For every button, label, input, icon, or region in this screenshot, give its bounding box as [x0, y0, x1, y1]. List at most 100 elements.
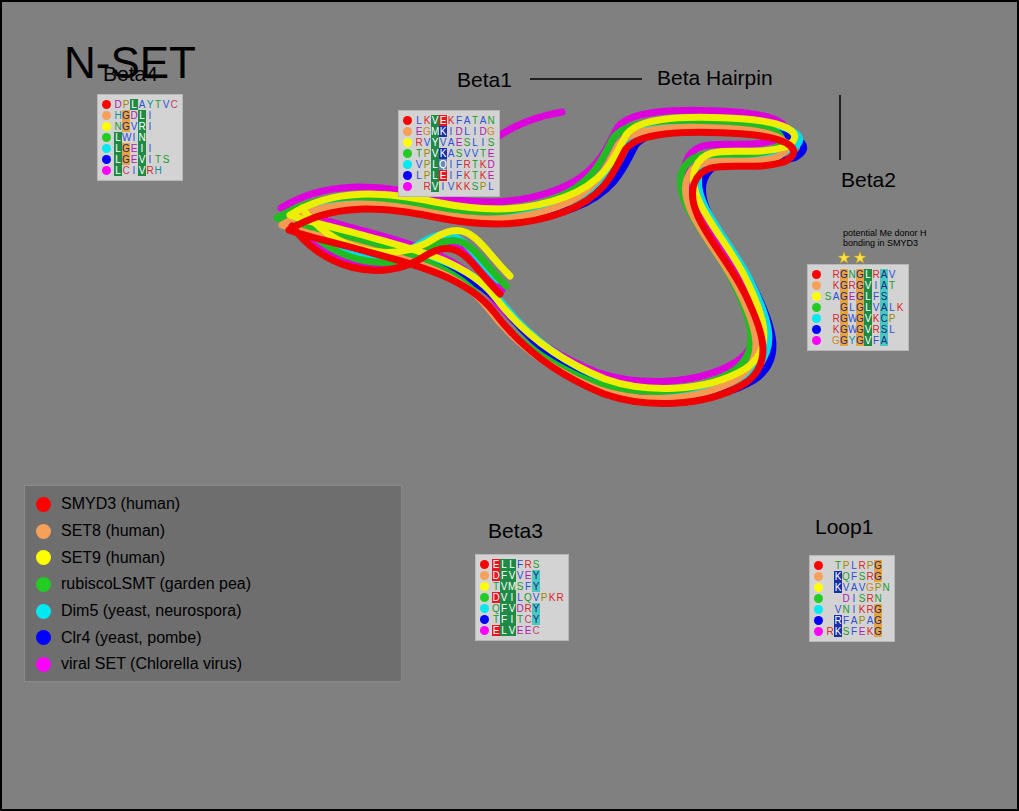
residue-letter: L — [114, 143, 122, 154]
residue-letter: G — [840, 269, 848, 280]
residue-letter: K — [832, 324, 840, 335]
residue-letter: N — [842, 604, 850, 615]
residue-letter: R — [524, 559, 532, 570]
residue-letter: M — [508, 581, 516, 592]
species-dot — [480, 560, 489, 569]
residue-letter: V — [858, 582, 866, 593]
bracket-line — [530, 78, 642, 80]
residue-letter: E — [524, 625, 532, 636]
residue-letter: A — [479, 115, 487, 126]
residue-letter: V — [431, 148, 439, 159]
sequence-row: VPLQIFRTKD — [415, 159, 495, 170]
alignment-panel: Beta2RGNGLRAVKGRGVIATSAGEGLFSGLGLVALKRGW… — [807, 264, 909, 351]
residue-letter: D — [492, 592, 500, 603]
residue-letter: K — [463, 170, 471, 181]
residue-letter: S — [858, 571, 866, 582]
species-dot — [480, 615, 489, 624]
residue-letter: K — [447, 115, 455, 126]
residue-letter: Y — [146, 99, 154, 110]
sequence-row: DISRN — [826, 593, 882, 604]
residue-letter: G — [840, 313, 848, 324]
residue-letter: G — [866, 582, 874, 593]
legend-text: SET8 (human) — [61, 522, 165, 540]
sequence-row: LPLEIFKTKE — [415, 170, 495, 181]
bracket-line — [839, 95, 841, 160]
residue-letter: V — [872, 302, 880, 313]
residue-letter: K — [834, 582, 842, 593]
legend-box: SMYD3 (human)SET8 (human)SET9 (human)rub… — [24, 485, 402, 682]
residue-letter: V — [834, 604, 842, 615]
residue-letter: L — [864, 302, 872, 313]
residue-letter: L — [864, 291, 872, 302]
residue-letter: L — [500, 625, 508, 636]
residue-letter: V — [532, 592, 540, 603]
residue-letter: Y — [431, 137, 439, 148]
residue-letter: Y — [532, 570, 540, 581]
residue-letter: H — [114, 110, 122, 121]
residue-letter: R — [872, 269, 880, 280]
segment-heading: Beta4 — [103, 62, 158, 86]
residue-letter: I — [872, 280, 880, 291]
residue-letter: K — [834, 571, 842, 582]
residue-letter: W — [122, 132, 130, 143]
residue-letter: G — [874, 560, 882, 571]
residue-letter: I — [146, 110, 154, 121]
sequence-row: ELVEEC — [492, 625, 540, 636]
residue-letter: T — [834, 560, 842, 571]
residue-letter: W — [848, 324, 856, 335]
residue-letter: S — [162, 154, 170, 165]
sequence-row: NGVRI — [114, 121, 154, 132]
residue-letter: G — [856, 280, 864, 291]
residue-letter: P — [423, 148, 431, 159]
species-dot — [812, 325, 821, 334]
residue-letter: Y — [532, 603, 540, 614]
sequence-row: KGRGVIAT — [824, 280, 896, 291]
sequence-row: GGYGVFA — [824, 335, 888, 346]
residue-letter: V — [138, 154, 146, 165]
sequence-row: KQFSRG — [826, 571, 882, 582]
residue-letter: T — [492, 581, 500, 592]
residue-letter: V — [431, 115, 439, 126]
residue-letter: C — [170, 99, 178, 110]
residue-letter: K — [896, 302, 904, 313]
species-dot — [812, 270, 821, 279]
species-dot — [480, 626, 489, 635]
residue-letter: G — [856, 313, 864, 324]
residue-letter: T — [516, 614, 524, 625]
residue-letter: A — [447, 148, 455, 159]
residue-letter: R — [866, 604, 874, 615]
species-dot — [814, 605, 823, 614]
species-dot — [403, 116, 412, 125]
residue-letter: K — [832, 280, 840, 291]
residue-letter: T — [154, 99, 162, 110]
residue-letter: L — [130, 99, 138, 110]
residue-letter: N — [487, 115, 495, 126]
residue-letter: Q — [492, 603, 500, 614]
residue-letter: S — [858, 593, 866, 604]
residue-letter: L — [114, 165, 122, 176]
residue-letter: F — [850, 571, 858, 582]
residue-letter: F — [872, 291, 880, 302]
residue-letter: V — [162, 99, 170, 110]
residue-letter: G — [487, 126, 495, 137]
ribbon-strand — [292, 226, 500, 294]
residue-letter: A — [880, 335, 888, 346]
residue-letter: Y — [848, 335, 856, 346]
residue-letter: A — [138, 99, 146, 110]
residue-letter: F — [500, 570, 508, 581]
residue-letter: G — [874, 571, 882, 582]
residue-letter: N — [882, 582, 890, 593]
residue-letter: R — [826, 626, 834, 637]
residue-letter: F — [455, 115, 463, 126]
residue-letter: V — [447, 181, 455, 192]
residue-letter: I — [447, 170, 455, 181]
residue-letter: E — [130, 143, 138, 154]
sequence-row: RFAPAG — [826, 615, 882, 626]
residue-letter: R — [556, 592, 564, 603]
sequence-row: LKVEKFATAN — [415, 115, 495, 126]
residue-letter: L — [415, 115, 423, 126]
residue-letter: L — [888, 324, 896, 335]
residue-letter: D — [487, 159, 495, 170]
residue-letter: E — [487, 148, 495, 159]
residue-letter: G — [840, 280, 848, 291]
